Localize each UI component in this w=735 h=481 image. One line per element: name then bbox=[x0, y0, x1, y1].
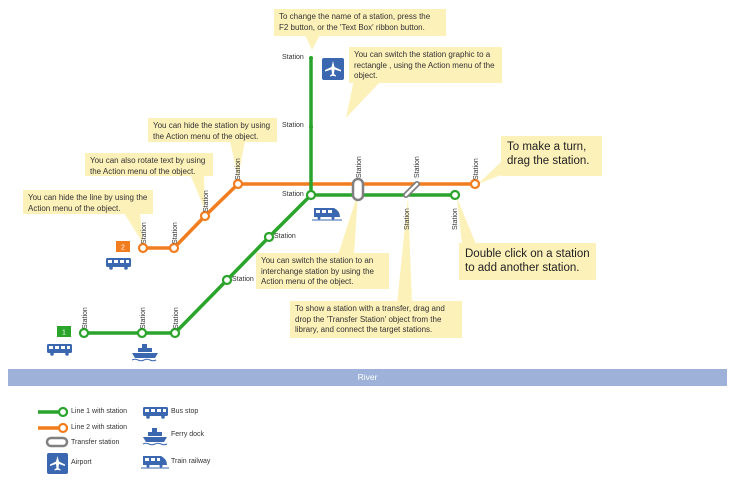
line-2-badge bbox=[116, 241, 130, 252]
note-hide-station: You can hide the station by using the Ac… bbox=[148, 118, 277, 142]
note-transfer: To show a station with a transfer, drag … bbox=[290, 301, 462, 338]
transfer-station[interactable] bbox=[403, 181, 420, 198]
note-rename: To change the name of a station, press t… bbox=[274, 9, 446, 36]
line-2-station[interactable] bbox=[168, 242, 180, 254]
station-label[interactable]: Station bbox=[414, 156, 421, 178]
note-double-click: Double click on a station to add another… bbox=[459, 243, 596, 280]
note-turn: To make a turn, drag the station. bbox=[501, 136, 602, 176]
station-label[interactable]: Station bbox=[282, 54, 304, 61]
line-2-badge-label: 2 bbox=[121, 245, 125, 252]
station-label[interactable]: Station bbox=[82, 307, 89, 329]
note-rotate-text: You can also rotate text by using the Ac… bbox=[85, 153, 213, 176]
airport-icon bbox=[322, 58, 344, 80]
station-label[interactable]: Station bbox=[232, 276, 254, 283]
station-label[interactable]: Station bbox=[140, 307, 147, 329]
line-1-badge-label: 1 bbox=[62, 330, 66, 337]
line-1-badge bbox=[57, 326, 71, 337]
line-1-dot-station[interactable] bbox=[309, 56, 313, 60]
interchange-station[interactable] bbox=[351, 177, 365, 202]
note-rectangle: You can switch the station graphic to a … bbox=[349, 47, 502, 83]
line-1-dot-station[interactable] bbox=[309, 125, 313, 129]
legend-transfer: Transfer station bbox=[71, 439, 120, 446]
legend-line-1-symbol bbox=[38, 406, 69, 418]
legend-line-1: Line 1 with station bbox=[71, 408, 128, 415]
ferry-icon bbox=[131, 344, 158, 362]
airport-icon bbox=[47, 453, 68, 474]
river: River bbox=[8, 369, 727, 386]
legend-transfer-symbol bbox=[45, 436, 69, 448]
station-label[interactable]: Station bbox=[404, 208, 411, 230]
note-hide-line: You can hide the line by using the Actio… bbox=[23, 190, 153, 214]
line-1-station[interactable] bbox=[221, 274, 233, 286]
bus-icon bbox=[47, 344, 72, 356]
line-2-station[interactable] bbox=[232, 178, 244, 190]
bus-icon bbox=[143, 407, 168, 419]
station-label[interactable]: Station bbox=[473, 158, 480, 180]
legend-ferry: Ferry dock bbox=[171, 431, 205, 438]
line-2-station[interactable] bbox=[469, 178, 481, 190]
station-label[interactable]: Station bbox=[282, 122, 304, 129]
line-2-station[interactable] bbox=[137, 242, 149, 254]
line-1-station[interactable] bbox=[449, 189, 461, 201]
station-label[interactable]: Station bbox=[173, 307, 180, 329]
legend-train: Train railway bbox=[171, 458, 211, 465]
legend-line-2: Line 2 with station bbox=[71, 424, 128, 431]
ferry-icon bbox=[142, 428, 168, 446]
line-1-station[interactable] bbox=[305, 189, 317, 201]
line-1-station[interactable] bbox=[136, 327, 148, 339]
legend-airport: Airport bbox=[71, 459, 92, 466]
station-label[interactable]: Station bbox=[452, 208, 459, 230]
legend-line-2-symbol bbox=[38, 422, 69, 434]
legend-bus: Bus stop bbox=[171, 408, 199, 415]
line-1-station[interactable] bbox=[263, 231, 275, 243]
station-label[interactable]: Station bbox=[282, 191, 304, 198]
bus-icon bbox=[106, 258, 131, 270]
station-label[interactable]: Station bbox=[235, 158, 242, 180]
callout-pointers bbox=[124, 35, 501, 304]
station-label[interactable]: Station bbox=[203, 190, 210, 212]
station-label[interactable]: Station bbox=[172, 222, 179, 244]
station-label[interactable]: Station bbox=[356, 156, 363, 178]
station-label[interactable]: Station bbox=[141, 222, 148, 244]
line-2-station[interactable] bbox=[199, 210, 211, 222]
line-1-station[interactable] bbox=[78, 327, 90, 339]
station-label[interactable]: Station bbox=[274, 233, 296, 240]
train-icon bbox=[141, 456, 169, 469]
note-interchange: You can switch the station to an interch… bbox=[256, 253, 389, 289]
line-1-station[interactable] bbox=[169, 327, 181, 339]
train-icon bbox=[312, 208, 342, 221]
